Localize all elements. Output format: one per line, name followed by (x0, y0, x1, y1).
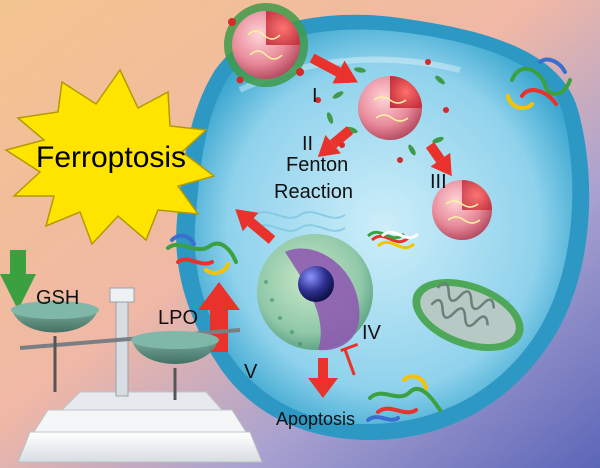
nanoparticle-coated (224, 3, 308, 87)
protein-bottom (366, 374, 442, 422)
ferroptosis-burst (4, 68, 216, 246)
arrow-step-ii (317, 126, 354, 157)
label-step-v: V (244, 361, 258, 383)
nanoparticle-released (432, 180, 492, 240)
mitochondrion (412, 278, 524, 352)
protein-left (166, 233, 238, 275)
label-gsh: GSH (36, 287, 80, 309)
label-reaction: Reaction (274, 181, 353, 203)
protein-top-right (506, 57, 572, 111)
arrow-step-iii (425, 142, 452, 177)
arrows (198, 53, 452, 398)
arrow-gsh-down (0, 250, 36, 310)
arrow-to-ferroptosis (235, 209, 276, 244)
dna-fragment (366, 230, 420, 250)
balance-scale (11, 287, 263, 463)
arrow-step-i (309, 53, 358, 84)
ferroptosis-title: Ferroptosis (36, 141, 187, 174)
label-lpo: LPO (158, 307, 199, 329)
nanoparticle-degrading (315, 59, 449, 163)
label-fenton: Fenton (286, 154, 349, 176)
label-step-ii: II (302, 133, 314, 155)
label-step-i: I (312, 85, 318, 107)
arrow-apoptosis-down (308, 358, 338, 398)
label-step-iii: III (430, 171, 447, 193)
label-apoptosis: Apoptosis (276, 409, 356, 429)
label-step-iv: IV (362, 322, 381, 344)
inhibition-iv (340, 342, 359, 376)
nucleus (257, 234, 373, 351)
